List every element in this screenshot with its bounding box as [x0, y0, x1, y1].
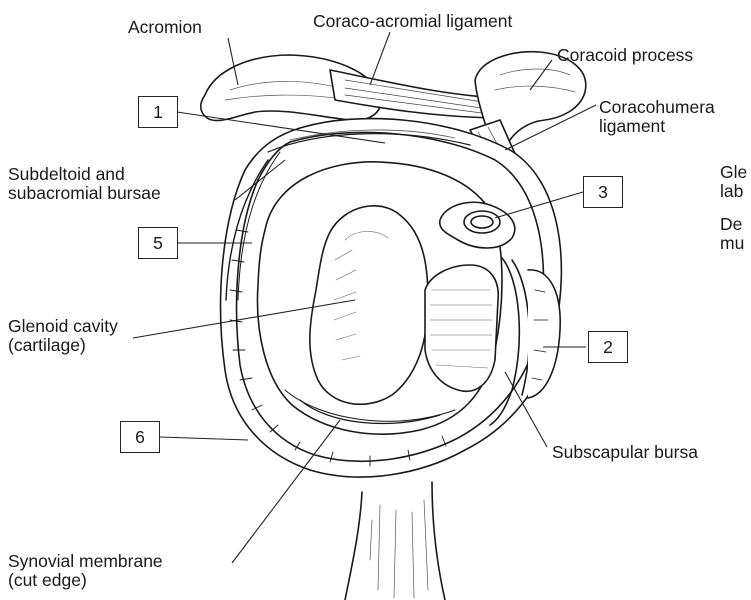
label-coracoid-process: Coracoid process — [557, 46, 693, 65]
subscapularis-shape — [425, 265, 498, 391]
deltoid-lobe-right — [528, 270, 560, 398]
callout-box-3: 3 — [583, 176, 623, 208]
label-glenoid-cavity: Glenoid cavity(cartilage) — [8, 317, 118, 355]
leader-box-6 — [160, 437, 248, 440]
callout-box-2: 2 — [588, 331, 628, 363]
label-coraco-acromial-ligament: Coraco-acromial ligament — [313, 12, 512, 31]
label-acromion: Acromion — [128, 18, 202, 37]
label-synovial-membrane: Synovial membrane(cut edge) — [8, 552, 163, 590]
label-subscapular-bursa: Subscapular bursa — [552, 443, 698, 462]
callout-box-5: 5 — [138, 227, 178, 259]
callout-box-6: 6 — [120, 421, 160, 453]
callout-box-1: 1 — [138, 96, 178, 128]
leader-coraco-acromial — [370, 32, 390, 85]
